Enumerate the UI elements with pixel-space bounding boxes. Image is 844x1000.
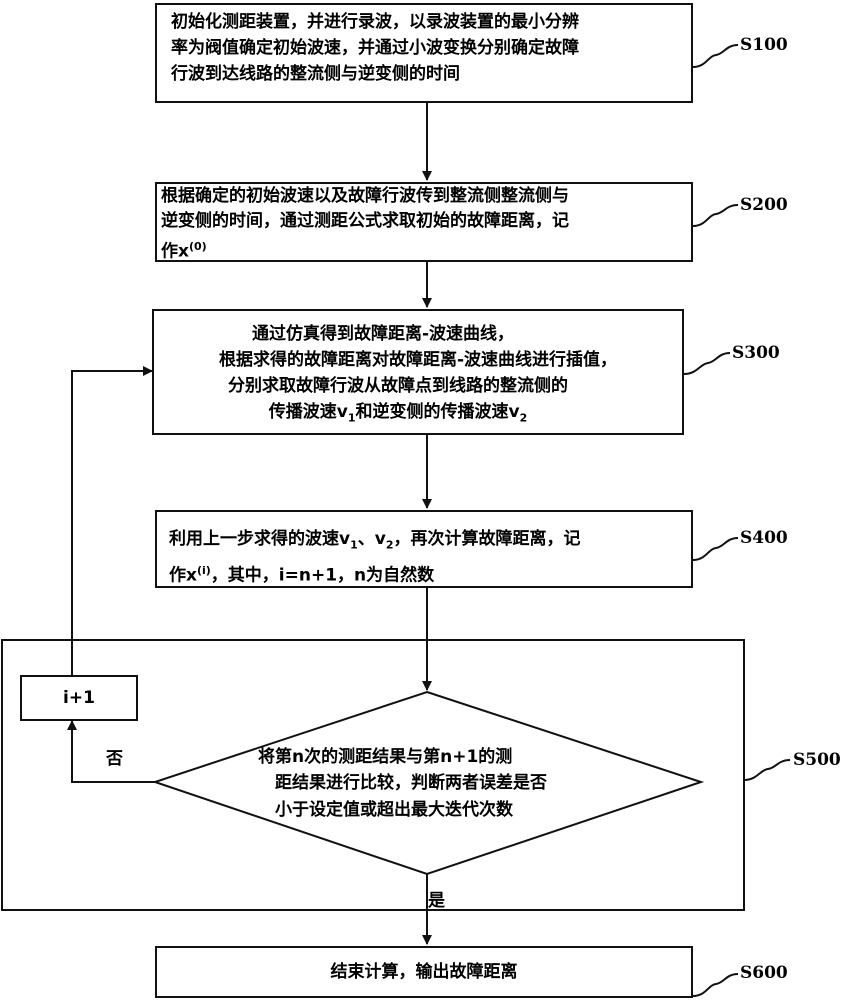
s200-line-1: 根据确定的初始波速以及故障行波传到整流侧整流侧与 [161, 186, 569, 206]
s300-sub-1: 1 [347, 411, 356, 425]
step-s100-box: 初始化测距装置，并进行录波，以录波装置的最小分辨 率为阀值确定初始波速，并通过小… [155, 3, 693, 103]
s200-callout [692, 204, 739, 227]
s400-sub-2: 2 [385, 538, 394, 552]
arrow-no-branch [67, 720, 155, 783]
increment-label: i+1 [63, 688, 95, 708]
s500-label: S500 [793, 750, 841, 770]
s300-line-1: 通过仿真得到故障距离-波速曲线， [251, 324, 515, 344]
s400-line-1-b: 、v [357, 529, 386, 549]
decision-line-1: 将第n次的测距结果与第n+1的测 [258, 747, 513, 767]
s400-line-1-a: 利用上一步求得的波速v [169, 529, 351, 549]
s400-line-2: 作x(i)，其中，i=n+1，n为自然数 [169, 558, 683, 589]
s600-text: 结束计算，输出故障距离 [330, 962, 518, 982]
s300-line-4-b: 和逆变侧的传播波速v [355, 402, 520, 422]
s200-line-2: 逆变侧的时间，通过测距公式求取初始的故障距离，记 [161, 211, 569, 231]
step-s300-box: 通过仿真得到故障距离-波速曲线， 根据求得的故障距离对故障距离-波速曲线进行插值… [152, 309, 684, 435]
yes-branch-label: 是 [428, 891, 445, 911]
s400-sub-1: 1 [350, 538, 358, 552]
s200-line-3-text: 作x [161, 241, 189, 262]
increment-box: i+1 [20, 675, 138, 721]
s100-callout [692, 44, 739, 68]
s200-label: S200 [740, 195, 788, 215]
s400-line-2-b: ，其中，i=n+1，n为自然数 [210, 566, 435, 587]
s300-label: S300 [732, 343, 780, 363]
step-s600-box: 结束计算，输出故障距离 [155, 946, 693, 998]
decision-diamond [151, 690, 705, 876]
arrow-loop-back [71, 366, 153, 675]
s400-line-1: 利用上一步求得的波速v1、v2，再次计算故障距离，记 [169, 526, 683, 558]
s400-superscript: (i) [196, 564, 211, 578]
s400-line-1-c: ，再次计算故障距离，记 [393, 529, 581, 549]
decision-line-3: 小于设定值或超出最大迭代次数 [275, 800, 513, 820]
s100-line-2: 率为阀值确定初始波速，并通过小波变换分别确定故障 [171, 38, 579, 58]
s200-line-3: 作x(0) [161, 234, 683, 265]
s400-line-2-a: 作x [169, 566, 197, 587]
s300-line-4: 传播波速v1和逆变侧的传播波速v2 [154, 399, 682, 431]
s200-superscript: (0) [188, 240, 207, 253]
s300-sub-2: 2 [519, 411, 528, 425]
s100-line-3: 行波到达线路的整流侧与逆变侧的时间 [171, 64, 460, 84]
s100-label: S100 [740, 35, 788, 55]
s500-group-frame [1, 639, 745, 911]
s300-callout [683, 352, 731, 375]
s300-line-2: 根据求得的故障距离对故障距离-波速曲线进行插值， [218, 350, 618, 370]
s600-callout [692, 973, 739, 997]
step-s200-box: 根据确定的初始波速以及故障行波传到整流侧整流侧与 逆变侧的时间，通过测距公式求取… [155, 182, 693, 262]
step-s400-box: 利用上一步求得的波速v1、v2，再次计算故障距离，记 作x(i)，其中，i=n+… [155, 510, 693, 588]
no-branch-label: 否 [106, 749, 123, 769]
s400-label: S400 [740, 528, 788, 548]
s300-line-3: 分别求取故障行波从故障点到线路的整流侧的 [228, 376, 568, 396]
s300-line-4-a: 传播波速v [268, 402, 348, 422]
s600-label: S600 [740, 963, 788, 983]
s400-callout [692, 537, 739, 561]
s100-line-1: 初始化测距装置，并进行录波，以录波装置的最小分辨 [171, 12, 579, 32]
s500-callout [743, 759, 791, 781]
decision-line-2: 距结果进行比较，判断两者误差是否 [275, 773, 547, 793]
